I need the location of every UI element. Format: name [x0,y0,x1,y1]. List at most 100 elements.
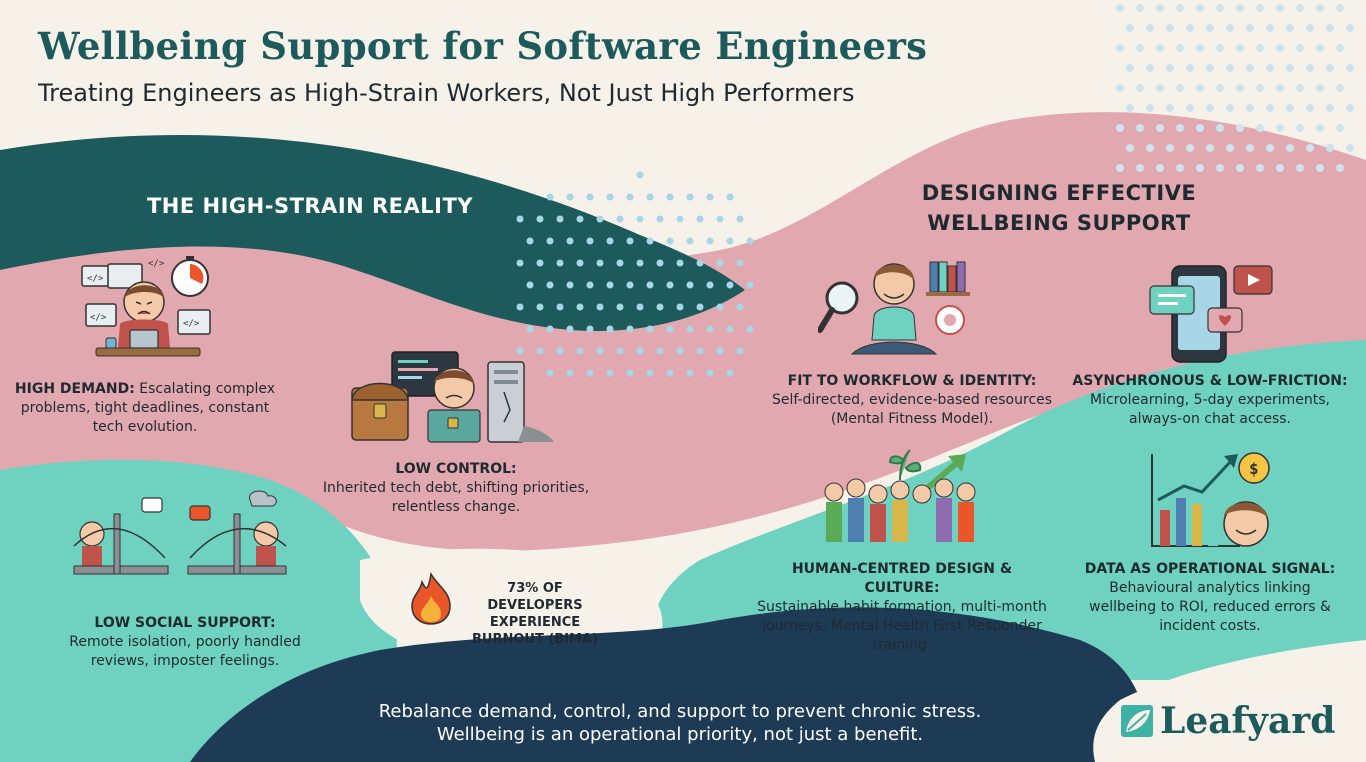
decor-dot [656,347,664,355]
decor-dot [1246,24,1254,32]
decor-dot [546,369,554,377]
decor-dot [726,193,734,201]
human-centred-card: HUMAN-CENTRED DESIGN & CULTURE: Sustaina… [752,560,1052,655]
stressed-developer-icon: </> </> </> </> [81,256,211,357]
decor-dot [566,325,574,333]
decor-dot [696,303,704,311]
decor-dot [1206,104,1214,112]
decor-dot [696,215,704,223]
decor-dot [636,347,644,355]
decor-dot [1246,64,1254,72]
data-signal-text: Behavioural analytics linking wellbeing … [1089,580,1331,634]
decor-dot [1296,4,1304,12]
decor-dot [666,369,674,377]
decor-dot [1156,124,1164,132]
decor-dot [1306,64,1314,72]
decor-dot [1206,24,1214,32]
decor-dot [656,303,664,311]
decor-dot [1216,84,1224,92]
decor-dot [596,303,604,311]
decor-dot [616,303,624,311]
decor-dot [1236,124,1244,132]
decor-dot [526,281,534,289]
decor-dot [1296,84,1304,92]
decor-dot [1116,44,1124,52]
decor-dot [606,193,614,201]
burnout-stat: 73% OF DEVELOPERS EXPERIENCE BURNOUT (BI… [472,581,598,647]
decor-dot [616,259,624,267]
decor-dot [666,237,674,245]
async-low-friction-label: ASYNCHRONOUS & LOW-FRICTION: [1072,373,1348,389]
decor-dot [1176,164,1184,172]
decor-dot [526,325,534,333]
decor-dot [1126,24,1134,32]
decor-dot [1136,164,1144,172]
decor-dot [1346,24,1354,32]
footer-message: Rebalance demand, control, and support t… [320,700,1040,746]
decor-dot [546,281,554,289]
data-signal-card: DATA AS OPERATIONAL SIGNAL: Behavioural … [1074,560,1346,636]
decor-dot [1136,44,1144,52]
support-heading-line1: DESIGNING EFFECTIVE [921,181,1197,205]
decor-dot [1156,44,1164,52]
decor-dot [516,347,524,355]
decor-dot [1136,84,1144,92]
tech-debt-icon [351,351,554,443]
decor-dot [1186,24,1194,32]
decor-dot [606,281,614,289]
flame-icon [411,572,451,625]
decor-dot [706,281,714,289]
decor-dot [676,215,684,223]
decor-dot [656,215,664,223]
decor-dot [1146,144,1154,152]
decor-dot [1256,44,1264,52]
decor-dot [1166,64,1174,72]
decor-dot [1346,104,1354,112]
decor-dot [516,303,524,311]
decor-dot [566,369,574,377]
decor-dot [1126,64,1134,72]
decor-dot [516,259,524,267]
decor-dot [1296,124,1304,132]
decor-dot [1326,24,1334,32]
decor-dot [626,369,634,377]
logo-corner-shape [1093,640,1366,762]
decor-dot [646,281,654,289]
decor-dot [1256,164,1264,172]
decor-dot [556,347,564,355]
decor-dot [1326,144,1334,152]
data-signal-label: DATA AS OPERATIONAL SIGNAL: [1084,561,1336,577]
decor-dot [1216,44,1224,52]
mint-right-shape [650,340,1366,680]
decor-dot [1176,124,1184,132]
fit-to-workflow-text: Self-directed, evidence-based resources … [771,392,1053,427]
decor-dot [1226,24,1234,32]
decor-dot [1336,164,1344,172]
decor-dot [1176,4,1184,12]
decor-dot [526,237,534,245]
decor-dot [736,215,744,223]
decor-dot [1166,104,1174,112]
decor-dot [666,193,674,201]
decor-dot [1196,164,1204,172]
decor-dot [1346,144,1354,152]
decor-dot [646,193,654,201]
brand-name: Leafyard [1160,700,1336,742]
navy-footer-shape [190,607,1150,762]
decor-dot [1136,4,1144,12]
decor-dot [586,325,594,333]
decor-dot [586,369,594,377]
decor-dot [726,369,734,377]
support-heading-line2: WELLBEING SUPPORT [927,211,1191,235]
decor-dot [606,369,614,377]
decor-dot [1256,124,1264,132]
decor-dot [1196,124,1204,132]
decor-dot [1336,124,1344,132]
decor-dot [546,325,554,333]
decor-dot [556,303,564,311]
decor-dot [716,303,724,311]
decor-dot [1196,84,1204,92]
decor-dot [1296,44,1304,52]
decor-dot [656,259,664,267]
